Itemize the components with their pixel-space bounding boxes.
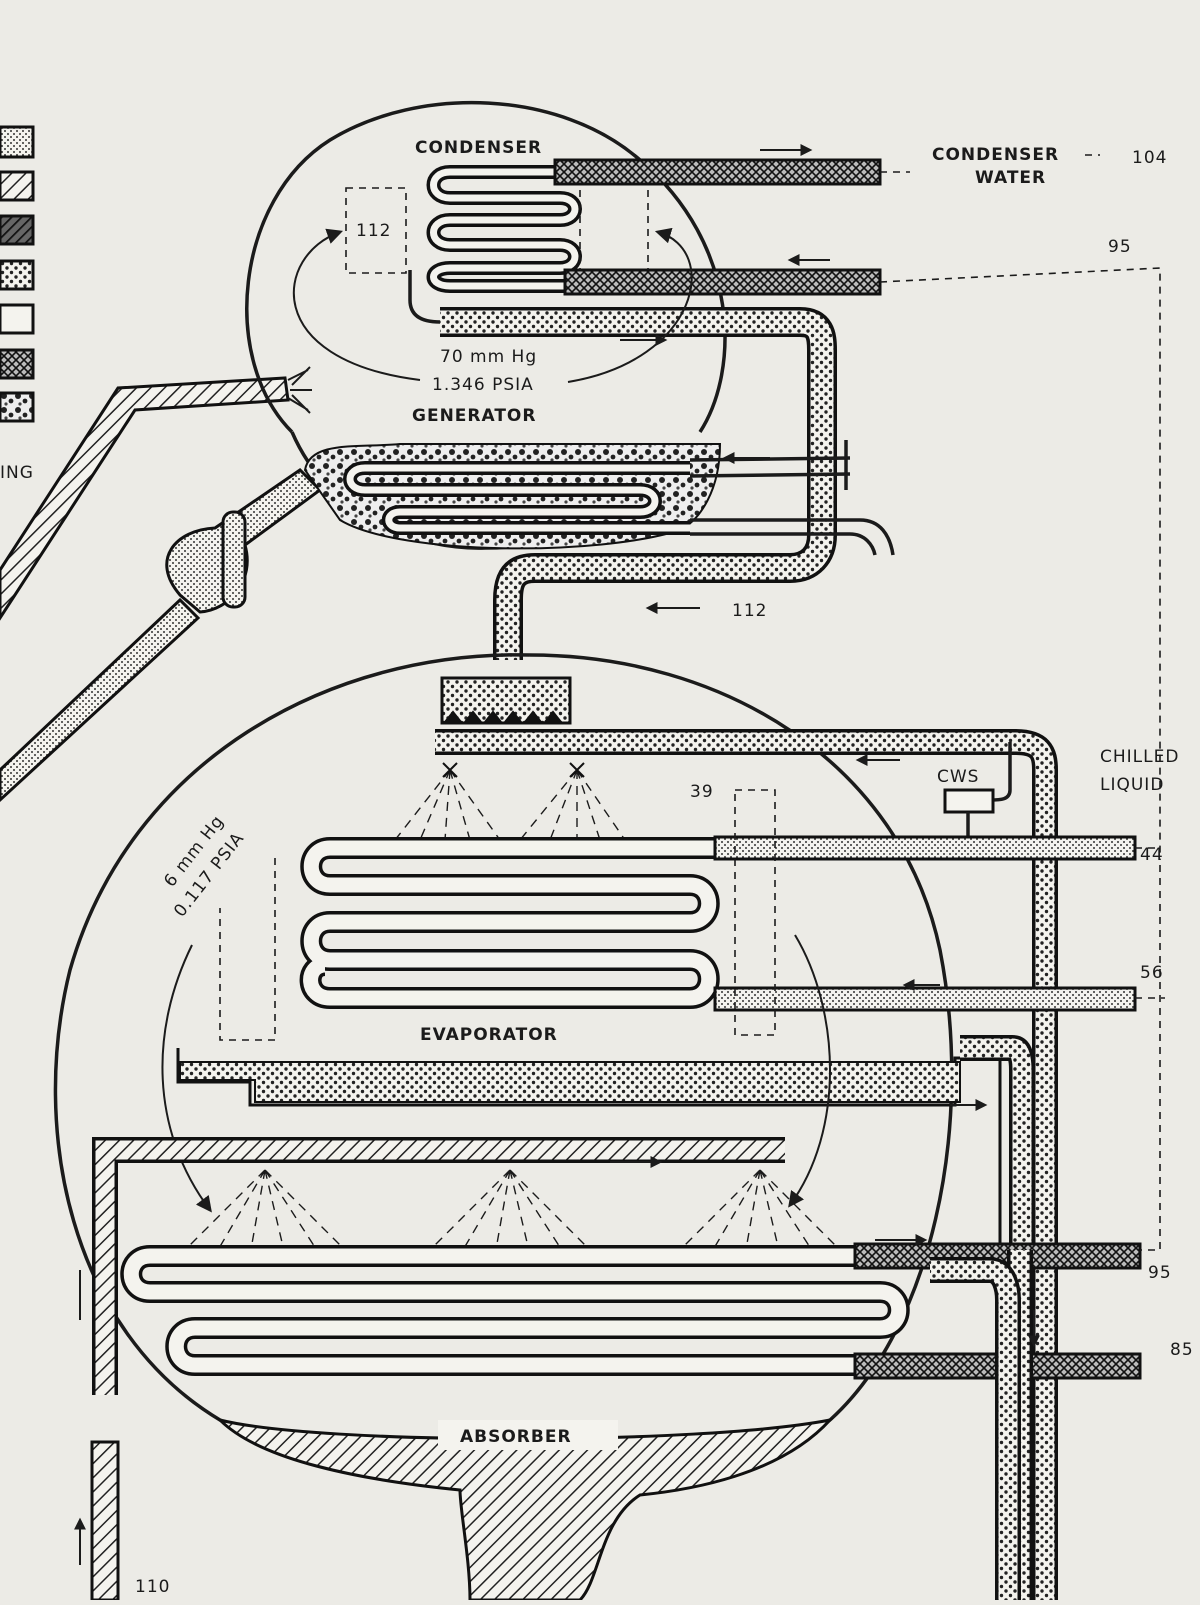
legend-swatch-dark-hatch [0,214,35,246]
temp-110: 110 [135,1577,170,1597]
generator-pressure-mm: 70 mm Hg [440,347,537,367]
external-water-lines [879,154,1165,1251]
cws-label: CWS [937,767,979,787]
temp-85: 85 [1170,1340,1194,1360]
temp-39: 39 [690,782,714,802]
legend-swatch-blank [0,303,35,335]
generator-label: GENERATOR [412,406,536,426]
lower-shell [53,653,1142,1602]
legend: ING [0,125,35,483]
legend-fragment-text: ING [0,463,34,483]
evaporator-label: EVAPORATOR [420,1025,558,1045]
temp-95-top: 95 [1108,237,1132,257]
chilled-liquid-label-2: LIQUID [1100,775,1164,795]
flow-arrows [620,144,940,991]
generator-pressure-psia: 1.346 PSIA [432,375,534,395]
temp-112-pipe: 112 [732,601,767,621]
legend-swatch-mottled [0,391,35,423]
legend-swatch-fine-dots [0,125,35,159]
temp-56: 56 [1140,963,1164,983]
chilled-liquid-label-1: CHILLED [1100,747,1179,767]
condenser-water-label-1: CONDENSER [932,145,1059,165]
condenser-label: CONDENSER [415,138,542,158]
temp-112-box: 112 [356,221,391,241]
condenser-water-label-2: WATER [975,168,1046,188]
steam-supply-pipe [0,366,323,803]
temp-104: 104 [1132,148,1167,168]
upper-shell [245,101,895,660]
legend-swatch-crosshatch [0,348,35,380]
absorber-coil [120,1245,910,1376]
legend-swatch-hatch [0,170,35,202]
absorber-label: ABSORBER [460,1427,572,1447]
legend-swatch-coarse-dots [0,259,35,291]
temp-44: 44 [1140,845,1164,865]
temp-95-bottom: 95 [1148,1263,1172,1283]
